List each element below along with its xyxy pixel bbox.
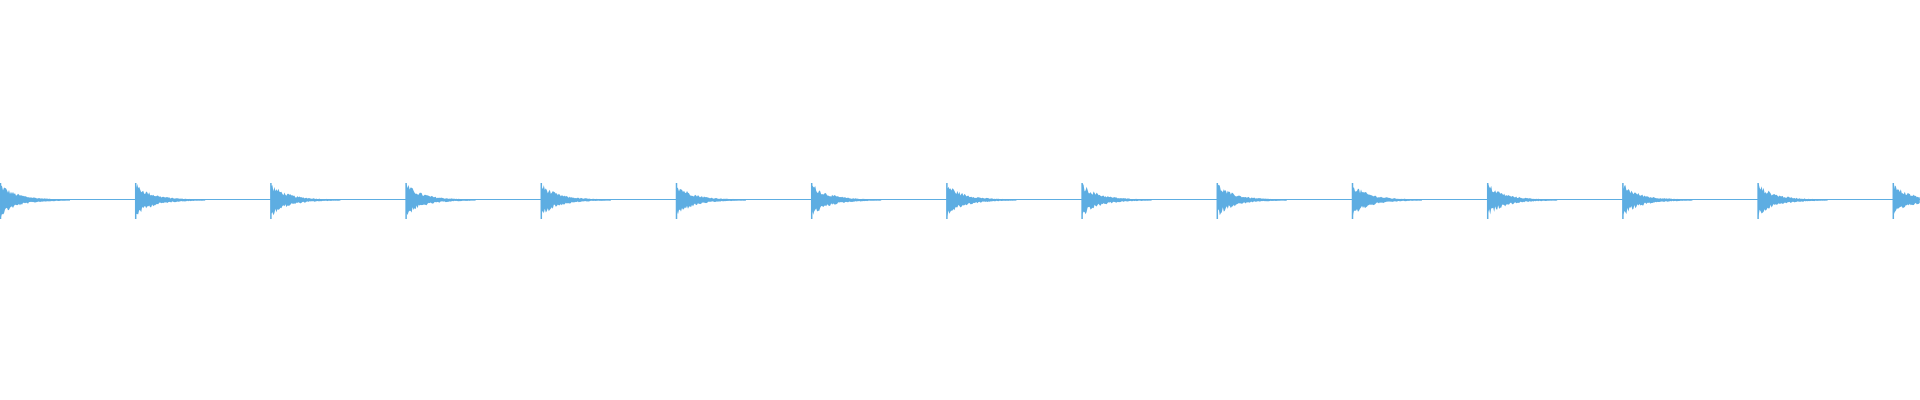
waveform-pulse <box>946 184 1017 217</box>
waveform-pulse <box>0 185 70 218</box>
waveform-pulses <box>0 183 1920 219</box>
waveform-pulse <box>1757 183 1828 216</box>
waveform-pulse <box>1081 183 1152 215</box>
waveform-pulse <box>540 185 611 214</box>
waveform-pulse <box>1487 183 1558 215</box>
waveform-pulse <box>405 184 476 215</box>
waveform-pulse <box>1216 184 1287 216</box>
waveform-pulse <box>135 183 206 215</box>
waveform-pulse <box>1622 184 1693 216</box>
waveform-pulse <box>1892 185 1920 215</box>
waveform-pulse <box>270 185 341 216</box>
waveform-pulse <box>676 187 746 215</box>
waveform-pulse <box>811 185 882 215</box>
waveform-pulse <box>1352 184 1422 216</box>
